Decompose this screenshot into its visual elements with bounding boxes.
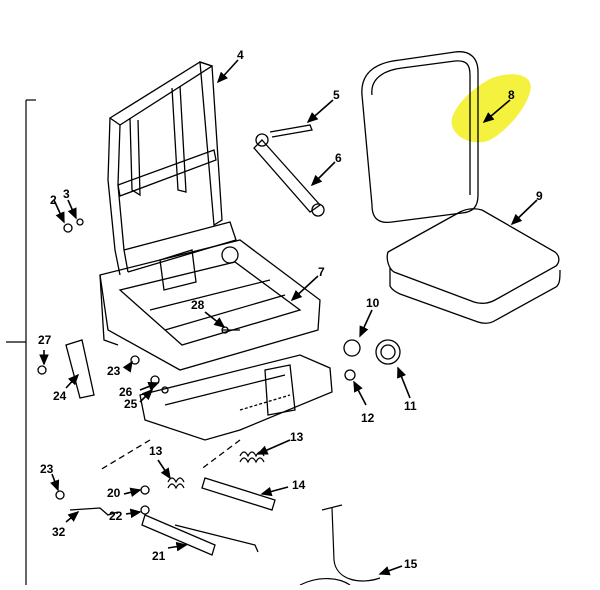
- callout-23b: 23: [107, 364, 121, 378]
- callout-25: 25: [124, 397, 138, 411]
- callout-7: 7: [318, 265, 325, 279]
- callout-11: 11: [404, 399, 417, 413]
- release-cable: [299, 504, 381, 586]
- coil-springs: [167, 451, 265, 490]
- rails-and-latches: [55, 477, 276, 556]
- callout-28: 28: [191, 298, 205, 312]
- callout-21: 21: [152, 549, 166, 563]
- callout-26: 26: [119, 385, 133, 399]
- callout-20: 20: [107, 486, 121, 500]
- callout-3: 3: [63, 187, 70, 201]
- callout-32: 32: [52, 525, 66, 539]
- callout-5: 5: [333, 88, 340, 102]
- leader-lines: [39, 59, 538, 576]
- callout-13b: 13: [149, 444, 163, 458]
- gas-spring: [253, 124, 325, 217]
- callout-8: 8: [508, 88, 515, 102]
- back-cushion: [361, 51, 479, 224]
- highlight-marker: [451, 74, 531, 143]
- callout-13a: 13: [290, 430, 304, 444]
- seat-back-frame: [107, 61, 239, 276]
- callout-24: 24: [53, 389, 67, 403]
- callout-6: 6: [335, 151, 342, 165]
- callout-23a: 23: [40, 462, 54, 476]
- slide-base: [99, 354, 333, 471]
- bracket-lines: [6, 99, 36, 585]
- seat-cushion: [386, 208, 561, 324]
- callout-22: 22: [109, 509, 123, 523]
- adjust-knob: [343, 339, 401, 381]
- seat-base-frame: [99, 239, 321, 371]
- hardware-parts: [37, 218, 240, 399]
- callout-9: 9: [536, 189, 543, 203]
- callout-labels: 2 3 4 5 6 7 8 9 10 11 12 13 13 14 15 20 …: [38, 48, 543, 571]
- callout-15: 15: [404, 557, 418, 571]
- callout-27: 27: [38, 333, 52, 347]
- callout-12: 12: [361, 411, 375, 425]
- callout-4: 4: [237, 48, 244, 62]
- callout-14: 14: [292, 478, 306, 492]
- callout-10: 10: [366, 296, 380, 310]
- callout-2: 2: [50, 193, 57, 207]
